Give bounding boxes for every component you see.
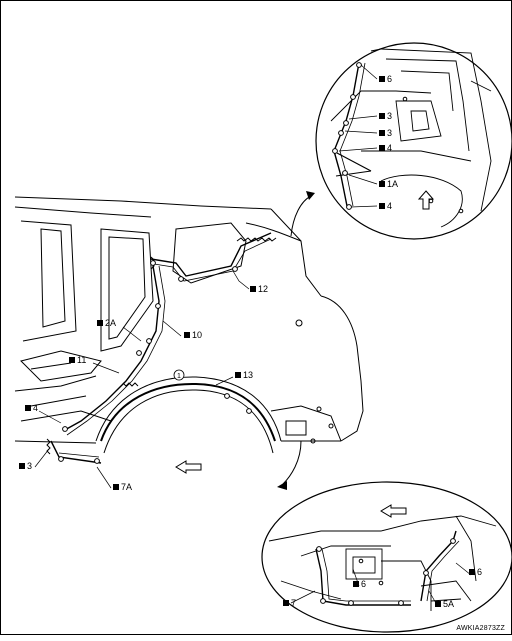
pointer-arrowhead-lower	[277, 481, 287, 490]
callout-text: 4	[387, 143, 392, 153]
reference-code: AWKIA2873ZZ	[456, 625, 505, 632]
callout-text: 3	[27, 461, 32, 471]
harness-routes	[50, 232, 276, 464]
detail-direction-arrow-lower	[380, 504, 407, 518]
callout-10: 10	[184, 330, 202, 340]
callout-text: 12	[258, 284, 268, 294]
detail-pointer-upper	[290, 195, 312, 237]
detail-view-upper	[315, 42, 512, 240]
callout-text: 5A	[443, 599, 454, 609]
callout-text: 6	[387, 74, 392, 84]
callout-detail-3b: 3	[379, 128, 392, 138]
callout-text: 1A	[387, 179, 398, 189]
callout-text: 7	[291, 598, 296, 608]
callout-7a: 7A	[113, 482, 132, 492]
callout-text: 11	[77, 355, 86, 365]
callout-text: 7A	[121, 482, 132, 492]
corrugated-tubes	[46, 237, 277, 455]
detail-view-lower	[261, 481, 512, 633]
callout-text: 3	[387, 128, 392, 138]
callout-13: 13	[235, 370, 253, 380]
callout-text: 13	[243, 370, 253, 380]
callout-detail-6b: 6	[469, 567, 482, 577]
detail-pointer-lower	[282, 440, 302, 485]
callout-text: 6	[477, 567, 482, 577]
callout-detail-4b: 4	[379, 201, 392, 211]
callout-leaders	[34, 64, 472, 606]
callout-labels: 12 2A 10 11 13 4 3 7A	[19, 74, 482, 609]
callout-text: 4	[33, 403, 38, 413]
callout-text: 4	[387, 201, 392, 211]
callout-11: 11	[69, 355, 86, 365]
pointer-arrowhead	[306, 191, 315, 200]
callout-2a: 2A	[97, 318, 116, 328]
vehicle-rear-quarter	[14, 196, 364, 454]
front-direction-arrow	[175, 460, 202, 474]
callout-detail-7: 7	[283, 598, 296, 608]
callout-detail-3a: 3	[379, 111, 392, 121]
callout-text: 6	[361, 579, 366, 589]
callout-12: 12	[250, 284, 268, 294]
callout-detail-4a: 4	[379, 143, 392, 153]
callout-text: 3	[387, 111, 392, 121]
callout-text: 10	[192, 330, 202, 340]
callout-detail-5a: 5A	[435, 599, 454, 609]
circled-marker-label: 1	[177, 373, 181, 380]
detail-direction-arrow	[417, 190, 435, 210]
callout-detail-6: 6	[379, 74, 392, 84]
circled-marker-1: 1	[173, 369, 185, 381]
callout-detail-6a: 6	[353, 579, 366, 589]
callout-4: 4	[25, 403, 38, 413]
callout-3: 3	[19, 461, 32, 471]
callout-text: 2A	[105, 318, 116, 328]
callout-detail-1a: 1A	[379, 179, 398, 189]
harness-clips	[58, 260, 252, 464]
